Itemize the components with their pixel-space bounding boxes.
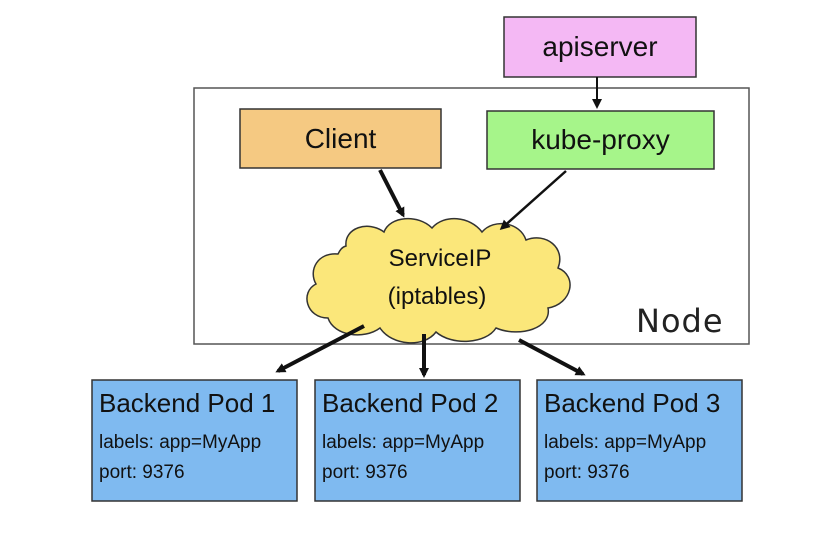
backend-pod-1-box (91, 379, 298, 502)
service-ip-label: ServiceIP (388, 245, 492, 272)
node-label: Node (636, 302, 724, 340)
backend-pod-2-port: port: 9376 (322, 462, 408, 483)
backend-pod-1-port: port: 9376 (99, 462, 185, 483)
arrow-client-to-service (378, 169, 405, 218)
apiserver-label: apiserver (542, 31, 658, 62)
backend-pod-3-port: port: 9376 (544, 462, 630, 483)
backend-pod-3-title: Backend Pod 3 (544, 388, 721, 418)
backend-pod-1-labels: labels: app=MyApp (99, 432, 262, 453)
arrow-service-to-pod-1 (275, 324, 365, 373)
client-label: Client (304, 122, 377, 154)
backend-pod-2-title: Backend Pod 2 (322, 388, 499, 418)
backend-pod-3-box (536, 379, 743, 502)
service-cloud (306, 217, 571, 344)
backend-pod-3-labels: labels: app=MyApp (544, 432, 707, 453)
arrow-kube-proxy-to-service (499, 170, 567, 230)
backend-pod-2-labels: labels: app=MyApp (322, 432, 485, 453)
client-box (239, 108, 442, 169)
arrow-service-to-pod-3 (518, 338, 586, 376)
backend-pod-1-title: Backend Pod 1 (99, 388, 276, 418)
service-iptables-label: (iptables) (387, 283, 487, 310)
apiserver-box (503, 16, 697, 78)
kube-proxy-box (486, 110, 715, 170)
kube-proxy-label: kube-proxy (531, 124, 670, 155)
backend-pod-2-box (314, 379, 521, 502)
